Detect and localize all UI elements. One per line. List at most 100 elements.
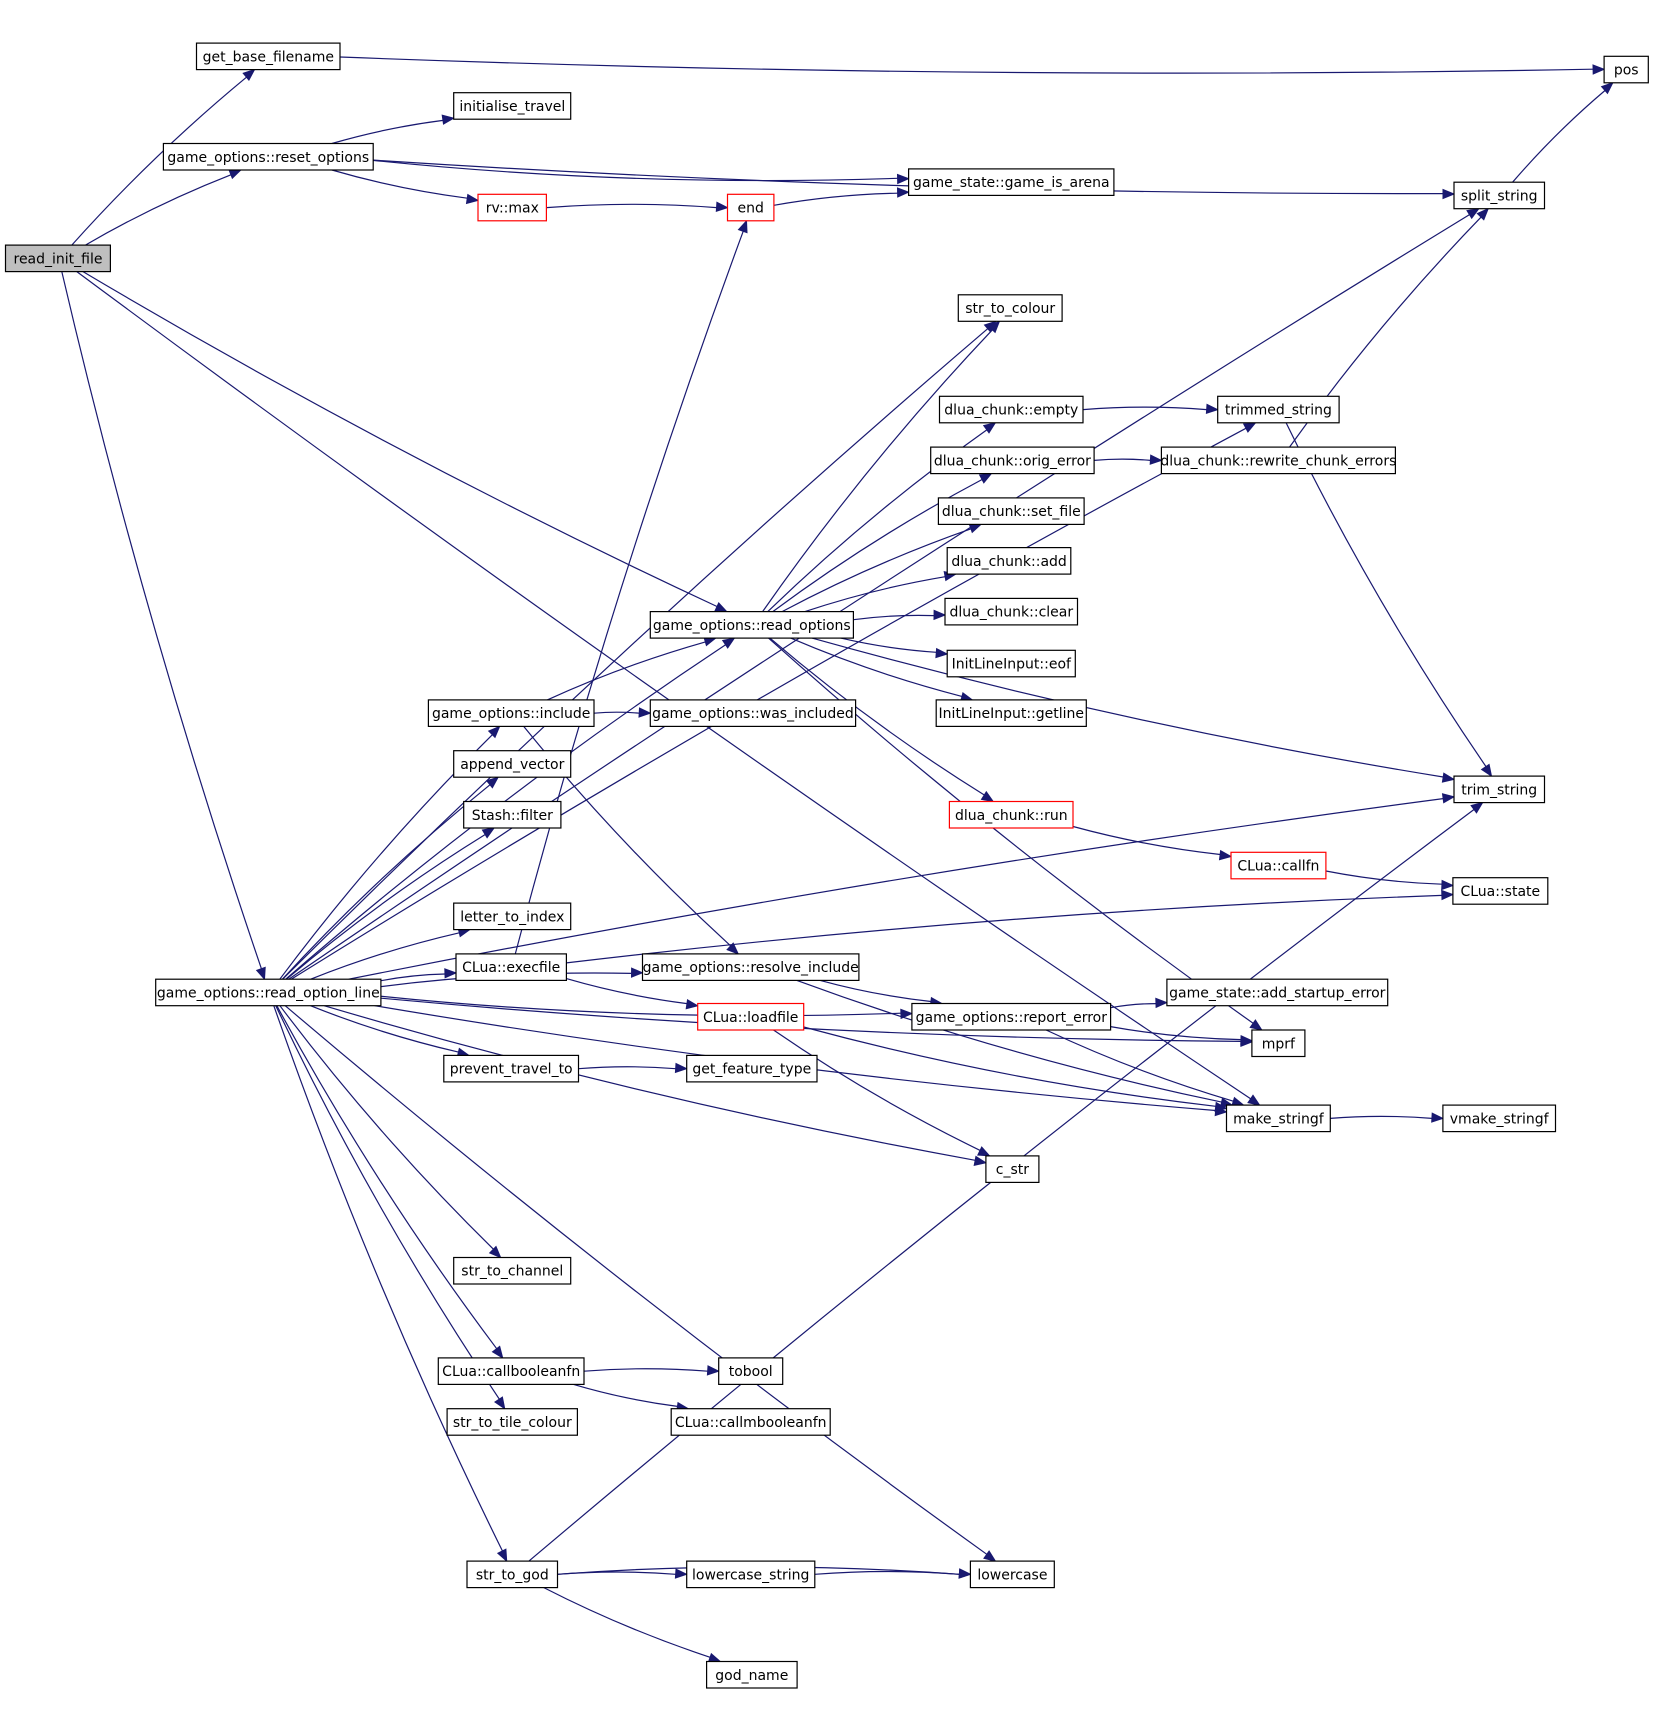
node-orig-error[interactable]: dlua_chunk::orig_error — [930, 446, 1095, 475]
node-report-error[interactable]: game_options::report_error — [911, 1002, 1112, 1031]
edge-reset_options-to-rv_max — [331, 169, 480, 205]
edge-report_error-to-mprf — [1110, 1026, 1254, 1046]
arrowhead-icon — [1205, 403, 1220, 415]
node-game-is-arena[interactable]: game_state::game_is_arena — [907, 168, 1115, 196]
node-trimmed-string[interactable]: trimmed_string — [1217, 395, 1340, 424]
node-include[interactable]: game_options::include — [427, 699, 595, 728]
edge-line — [796, 979, 1222, 1103]
node-box — [946, 546, 1072, 575]
node-letter-to-index[interactable]: letter_to_index — [453, 902, 572, 931]
edge-execfile-to-loadfile — [566, 978, 700, 1010]
node-end[interactable]: end — [726, 193, 775, 222]
node-label: vmake_stringf — [1450, 1111, 1550, 1127]
node-reset-options[interactable]: game_options::reset_options — [162, 142, 374, 171]
edge-line — [769, 637, 985, 796]
node-set-file[interactable]: dlua_chunk::set_file — [937, 497, 1085, 525]
edge-line — [1072, 825, 1221, 856]
node-callbooleanfn[interactable]: CLua::callbooleanfn — [437, 1357, 585, 1386]
node-lowercase-string[interactable]: lowercase_string — [686, 1560, 816, 1589]
arrowhead-icon — [714, 602, 728, 613]
node-callfn[interactable]: CLua::callfn — [1230, 851, 1327, 880]
node-label: CLua::callmbooleanfn — [675, 1415, 827, 1431]
node-chunk-run[interactable]: dlua_chunk::run — [948, 800, 1074, 829]
node-label: game_state::game_is_arena — [913, 175, 1110, 191]
node-label: CLua::state — [1460, 884, 1540, 900]
edge-line — [853, 614, 935, 621]
node-chunk-add[interactable]: dlua_chunk::add — [946, 546, 1072, 575]
node-read-init-file[interactable]: read_init_file — [4, 244, 112, 273]
edge-include-to-was_included — [593, 707, 652, 718]
node-rewrite-chunk-errors[interactable]: dlua_chunk::rewrite_chunk_errors — [1160, 446, 1396, 475]
node-tobool[interactable]: tobool — [718, 1357, 784, 1386]
node-trim-string[interactable]: trim_string — [1453, 775, 1546, 804]
node-mprf[interactable]: mprf — [1251, 1029, 1306, 1058]
node-callmbooleanfn[interactable]: CLua::callmbooleanfn — [670, 1408, 831, 1436]
node-stash-filter[interactable]: Stash::filter — [463, 800, 562, 829]
edge-line — [1045, 1029, 1234, 1102]
node-initialise-travel[interactable]: initialise_travel — [453, 92, 572, 120]
arrowhead-icon — [496, 1548, 508, 1563]
edge-read_option_line-to-trim_string — [348, 793, 1456, 980]
node-read-options[interactable]: game_options::read_options — [649, 610, 854, 639]
edge-line — [373, 159, 898, 182]
node-read-option-line[interactable]: game_options::read_option_line — [155, 978, 382, 1007]
node-label: CLua::callbooleanfn — [442, 1364, 580, 1380]
node-label: trim_string — [1461, 782, 1537, 798]
node-make-stringf[interactable]: make_stringf — [1225, 1104, 1331, 1133]
node-vmake-stringf[interactable]: vmake_stringf — [1442, 1104, 1557, 1133]
node-box — [686, 1560, 816, 1589]
edge-read_options-to-chunk_add — [804, 570, 958, 613]
node-c-str[interactable]: c_str — [985, 1155, 1040, 1184]
edge-line — [348, 798, 1444, 980]
node-chunk-empty[interactable]: dlua_chunk::empty — [938, 395, 1084, 424]
arrowhead-icon — [978, 472, 993, 484]
edge-reset_options-to-game_is_arena — [373, 159, 910, 185]
edge-read_options-to-trim_string — [811, 637, 1456, 783]
node-chunk-clear[interactable]: dlua_chunk::clear — [944, 597, 1079, 626]
node-label: c_str — [996, 1162, 1029, 1178]
node-pos[interactable]: pos — [1603, 55, 1649, 84]
node-getline[interactable]: InitLineInput::getline — [935, 699, 1087, 728]
arrowhead-icon — [987, 320, 1001, 334]
edge-read_options-to-chunk_run — [769, 637, 995, 803]
edge-read_option_line-to-execfile — [380, 968, 458, 982]
node-was-included[interactable]: game_options::was_included — [649, 699, 857, 728]
node-lowercase[interactable]: lowercase — [969, 1560, 1055, 1589]
edge-read_options-to-chunk_clear — [853, 609, 947, 621]
node-box — [1442, 1104, 1557, 1133]
node-label: rv::max — [486, 201, 539, 217]
arrowhead-icon — [481, 827, 496, 839]
node-box — [453, 92, 572, 120]
node-str-to-colour[interactable]: str_to_colour — [957, 294, 1063, 322]
edge-line — [282, 328, 989, 980]
edge-make_stringf-to-vmake_stringf — [1330, 1112, 1445, 1123]
node-prevent-travel-to[interactable]: prevent_travel_to — [443, 1054, 580, 1083]
node-str-to-god[interactable]: str_to_god — [466, 1560, 559, 1589]
edge-read_option_line-to-str_to_god — [273, 1005, 508, 1563]
arrowhead-icon — [228, 169, 243, 180]
edge-orig_error-to-rewrite_chunk_errors — [1094, 454, 1163, 465]
node-resolve-include[interactable]: game_options::resolve_include — [641, 953, 860, 982]
node-str-to-tile-colour[interactable]: str_to_tile_colour — [446, 1408, 579, 1436]
node-label: Stash::filter — [472, 808, 553, 824]
node-str-to-channel[interactable]: str_to_channel — [453, 1256, 572, 1285]
node-get-base-filename[interactable]: get_base_filename — [195, 42, 341, 71]
node-rv-max[interactable]: rv::max — [477, 193, 548, 222]
node-god-name[interactable]: god_name — [705, 1660, 798, 1689]
arrowhead-icon — [1600, 81, 1614, 95]
node-clua-state[interactable]: CLua::state — [1452, 877, 1549, 905]
edge-callbooleanfn-to-tobool — [583, 1365, 721, 1376]
edge-read_options-to-mprf — [768, 637, 1263, 1031]
node-loadfile[interactable]: CLua::loadfile — [697, 1002, 805, 1031]
node-add-startup-error[interactable]: game_state::add_startup_error — [1166, 978, 1389, 1007]
arrowhead-icon — [706, 1365, 721, 1376]
node-append-vector[interactable]: append_vector — [453, 750, 572, 778]
node-eof[interactable]: InitLineInput::eof — [946, 649, 1076, 678]
node-box — [453, 902, 572, 931]
node-label: str_to_channel — [461, 1264, 563, 1280]
node-execfile[interactable]: CLua::execfile — [455, 953, 568, 982]
node-split-string[interactable]: split_string — [1453, 181, 1546, 210]
node-get-feature-type[interactable]: get_feature_type — [686, 1054, 818, 1083]
node-label: get_feature_type — [692, 1062, 811, 1078]
call-nodes: read_init_file get_base_filename pos game_o… — [4, 42, 1649, 1689]
